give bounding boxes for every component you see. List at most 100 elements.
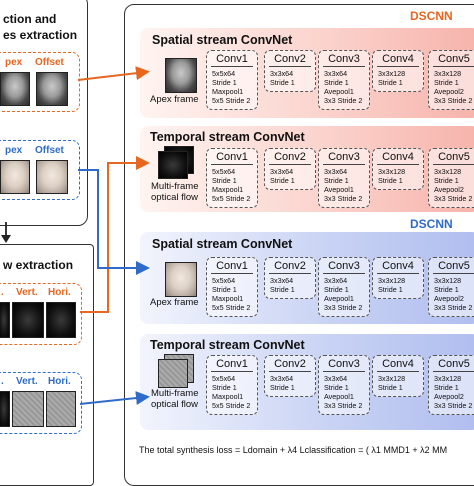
- conv-divider: [433, 273, 474, 274]
- conv-name: Conv4: [382, 260, 414, 272]
- conv-param: Avepool1: [324, 185, 354, 194]
- conv-divider: [377, 371, 419, 372]
- stream-title-3: Temporal stream ConvNet: [150, 338, 305, 352]
- left-top-dashed-box: [0, 52, 80, 112]
- conv-divider: [323, 273, 365, 274]
- conv-param: Stride 1: [324, 176, 349, 185]
- conv-name: Conv5: [438, 260, 470, 272]
- left-top-apex-label: pex: [5, 57, 23, 68]
- apex-frame-image-top: [165, 58, 197, 93]
- conv-param: 3x3x64: [270, 167, 294, 176]
- conv-param: Stride 1: [378, 78, 403, 87]
- conv-param: 3x3 Stride 2: [434, 303, 473, 312]
- row2-flow-image-0: [0, 391, 10, 427]
- conv-param: 3x3x64: [270, 374, 294, 383]
- conv-name: Conv3: [328, 53, 360, 65]
- conv-param: 3x3 Stride 2: [324, 303, 363, 312]
- conv-param: Stride 1: [434, 285, 459, 294]
- dscnn-label-top: DSCNN: [410, 9, 453, 23]
- optical-flow-label-bottom-1: Multi-frame: [151, 388, 199, 399]
- left-mid-apex-label: pex: [5, 145, 23, 156]
- conv-param: 3x3x64: [324, 69, 348, 78]
- conv-divider: [377, 164, 419, 165]
- conv-name: Conv1: [216, 358, 248, 370]
- conv-divider: [323, 371, 365, 372]
- conv-param: Stride 1: [212, 383, 237, 392]
- stream-title-2: Spatial stream ConvNet: [152, 237, 293, 251]
- conv-param: Maxpool1: [212, 87, 244, 96]
- conv-name: Conv2: [274, 260, 306, 272]
- conv-param: 3x3x128: [378, 276, 406, 285]
- conv-param: Avepool1: [324, 392, 354, 401]
- left-top-offset-label: Offset: [35, 57, 64, 68]
- arrow-orange-flow: [80, 156, 150, 313]
- conv-divider: [269, 371, 311, 372]
- conv-name: Conv1: [216, 53, 248, 65]
- conv-param: Stride 1: [212, 176, 237, 185]
- conv-param: 5x5 Stride 2: [212, 96, 251, 105]
- conv-divider: [211, 164, 253, 165]
- conv-name: Conv2: [274, 53, 306, 65]
- conv-name: Conv2: [274, 358, 306, 370]
- conv-divider: [269, 66, 311, 67]
- conv-param: 3x3x64: [270, 69, 294, 78]
- apex-frame-image-bottom: [165, 262, 197, 297]
- conv-param: Maxpool1: [212, 185, 244, 194]
- optical-flow-label-top-2: optical flow: [151, 192, 198, 203]
- conv-divider: [433, 164, 474, 165]
- conv-param: Stride 1: [212, 285, 237, 294]
- conv-param: 3x3 Stride 2: [434, 96, 473, 105]
- conv-param: Stride 1: [378, 285, 403, 294]
- conv-param: Stride 1: [212, 78, 237, 87]
- conv-param: Stride 1: [434, 383, 459, 392]
- conv-param: Avepool2: [434, 294, 464, 303]
- conv-param: 3x3 Stride 2: [324, 401, 363, 410]
- left-top-frame: [0, 0, 88, 226]
- conv-param: 5x5x64: [212, 374, 236, 383]
- conv-name: Conv1: [216, 260, 248, 272]
- conv-name: Conv5: [438, 53, 470, 65]
- conv-param: Stride 1: [324, 285, 349, 294]
- conv-param: Avepool1: [324, 87, 354, 96]
- row2-flow-image-2: [46, 391, 76, 427]
- conv-name: Conv4: [382, 53, 414, 65]
- left-top-offset-image: [36, 72, 68, 106]
- left-top-title-line1: ction and: [3, 12, 57, 26]
- conv-name: Conv1: [216, 151, 248, 163]
- conv-param: 5x5 Stride 2: [212, 303, 251, 312]
- row1-label-1: Vert.: [16, 287, 38, 298]
- row2-label-1: Vert.: [16, 376, 38, 387]
- conv-param: Avepool2: [434, 87, 464, 96]
- conv-divider: [433, 371, 474, 372]
- left-top-apex-image: [0, 72, 30, 106]
- conv-name: Conv5: [438, 358, 470, 370]
- conv-param: 3x3x128: [378, 167, 406, 176]
- conv-param: Stride 1: [378, 176, 403, 185]
- apex-frame-label-bottom: Apex frame: [150, 297, 199, 308]
- conv-param: Avepool2: [434, 392, 464, 401]
- conv-param: Avepool2: [434, 185, 464, 194]
- left-top-title-line2: es extraction: [3, 28, 78, 42]
- row1-label-2: Hori.: [48, 287, 71, 298]
- conv-name: Conv5: [438, 151, 470, 163]
- conv-param: 5x5x64: [212, 167, 236, 176]
- row2-flow-image-1: [12, 391, 44, 427]
- conv-param: Stride 1: [324, 383, 349, 392]
- arrow-blue-flow: [79, 391, 150, 406]
- conv-param: 3x3x64: [270, 276, 294, 285]
- conv-param: Stride 1: [270, 176, 295, 185]
- conv-param: 3x3x128: [434, 69, 462, 78]
- conv-param: 3x3 Stride 2: [434, 401, 473, 410]
- conv-param: 5x5x64: [212, 69, 236, 78]
